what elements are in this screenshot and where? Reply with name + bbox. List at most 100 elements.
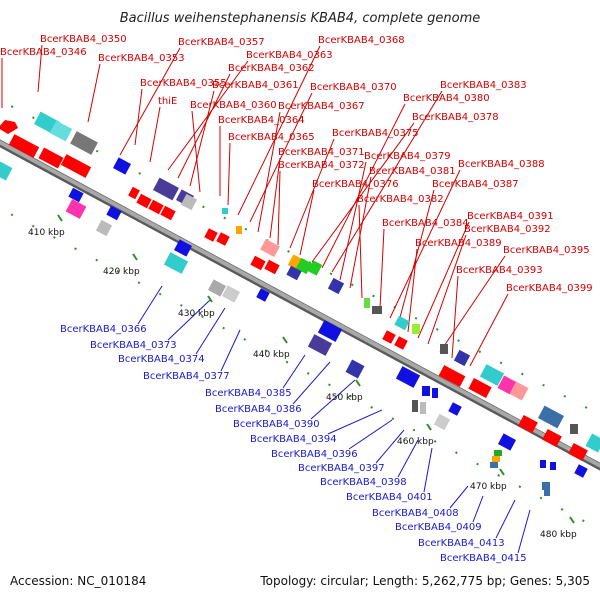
reverse-gene-label[interactable]: BcerKBAB4_0377 <box>143 371 230 382</box>
forward-gene[interactable] <box>38 147 64 169</box>
forward-gene-label[interactable]: BcerKBAB4_0361 <box>212 80 299 91</box>
reverse-gene-label[interactable]: BcerKBAB4_0394 <box>250 434 337 445</box>
forward-gene[interactable] <box>60 154 92 178</box>
forward-gene[interactable] <box>364 298 370 308</box>
reverse-gene[interactable] <box>256 288 270 302</box>
forward-gene[interactable] <box>250 255 266 271</box>
forward-gene-label[interactable]: BcerKBAB4_0371 <box>278 147 365 158</box>
reverse-gene-label[interactable]: BcerKBAB4_0374 <box>118 354 205 365</box>
forward-gene-label[interactable]: BcerKBAB4_0393 <box>456 265 543 276</box>
forward-gene[interactable] <box>204 228 218 242</box>
forward-gene[interactable] <box>440 344 448 354</box>
reverse-gene[interactable] <box>550 462 556 470</box>
forward-gene-label[interactable]: BcerKBAB4_0381 <box>369 166 456 177</box>
forward-gene-label[interactable]: BcerKBAB4_0353 <box>98 53 185 64</box>
forward-gene[interactable] <box>382 330 396 344</box>
forward-gene[interactable] <box>497 375 517 395</box>
forward-gene[interactable] <box>479 364 505 386</box>
forward-gene-label[interactable]: BcerKBAB4_0367 <box>278 101 365 112</box>
reverse-gene-label[interactable]: BcerKBAB4_0386 <box>215 404 302 415</box>
forward-gene-label[interactable]: BcerKBAB4_0362 <box>228 63 315 74</box>
forward-gene[interactable] <box>136 193 152 209</box>
forward-gene[interactable] <box>468 378 492 398</box>
forward-gene[interactable] <box>295 257 313 275</box>
forward-gene-label[interactable]: BcerKBAB4_0391 <box>467 211 554 222</box>
forward-gene-label[interactable]: BcerKBAB4_0365 <box>228 132 315 143</box>
reverse-gene[interactable] <box>498 433 516 451</box>
reverse-gene[interactable] <box>490 462 498 468</box>
forward-gene[interactable] <box>372 306 382 314</box>
reverse-gene[interactable] <box>174 239 192 257</box>
forward-gene[interactable] <box>394 336 408 350</box>
reverse-gene-label[interactable]: BcerKBAB4_0366 <box>60 324 147 335</box>
forward-gene-label[interactable]: BcerKBAB4_0346 <box>0 47 87 58</box>
reverse-gene[interactable] <box>492 456 500 462</box>
forward-gene[interactable] <box>570 424 578 434</box>
reverse-gene[interactable] <box>317 320 343 342</box>
reverse-gene[interactable] <box>422 386 430 396</box>
forward-gene-label[interactable]: BcerKBAB4_0379 <box>364 151 451 162</box>
forward-gene[interactable] <box>568 442 588 462</box>
forward-gene[interactable] <box>148 199 164 215</box>
reverse-gene[interactable] <box>542 482 550 490</box>
reverse-gene[interactable] <box>345 359 365 379</box>
forward-gene[interactable] <box>128 186 140 200</box>
forward-gene-label[interactable]: BcerKBAB4_0350 <box>40 34 127 45</box>
reverse-gene[interactable] <box>208 279 226 297</box>
forward-gene-label[interactable]: BcerKBAB4_0387 <box>432 179 519 190</box>
reverse-gene-label[interactable]: BcerKBAB4_0397 <box>298 463 385 474</box>
forward-gene-label[interactable]: BcerKBAB4_0357 <box>178 37 265 48</box>
forward-gene-label[interactable]: BcerKBAB4_0364 <box>218 115 305 126</box>
forward-gene[interactable] <box>453 349 471 367</box>
forward-gene[interactable] <box>8 134 40 158</box>
reverse-gene[interactable] <box>433 413 451 431</box>
reverse-gene-label[interactable]: BcerKBAB4_0409 <box>395 522 482 533</box>
forward-gene[interactable] <box>216 232 230 246</box>
forward-gene-label[interactable]: BcerKBAB4_0395 <box>503 245 590 256</box>
forward-gene-label[interactable]: BcerKBAB4_0360 <box>190 100 277 111</box>
forward-gene[interactable] <box>49 120 73 142</box>
reverse-gene[interactable] <box>0 161 13 181</box>
forward-gene[interactable] <box>542 428 562 448</box>
forward-gene-label[interactable]: BcerKBAB4_0380 <box>403 93 490 104</box>
forward-gene[interactable] <box>394 315 410 331</box>
forward-gene-label[interactable]: BcerKBAB4_0384 <box>382 218 469 229</box>
reverse-gene-label[interactable]: BcerKBAB4_0398 <box>320 477 407 488</box>
reverse-gene[interactable] <box>106 205 122 221</box>
forward-gene-label[interactable]: BcerKBAB4_0383 <box>440 80 527 91</box>
forward-gene[interactable] <box>327 277 345 295</box>
reverse-gene[interactable] <box>222 285 240 303</box>
forward-gene-label[interactable]: BcerKBAB4_0368 <box>318 35 405 46</box>
forward-gene[interactable] <box>509 381 529 401</box>
reverse-gene-label[interactable]: BcerKBAB4_0408 <box>372 508 459 519</box>
reverse-gene[interactable] <box>113 157 131 175</box>
forward-gene-label[interactable]: thiE <box>158 96 177 107</box>
forward-gene-label[interactable]: BcerKBAB4_0389 <box>415 238 502 249</box>
forward-gene[interactable] <box>180 193 198 211</box>
forward-gene[interactable] <box>264 259 280 275</box>
reverse-gene[interactable] <box>574 464 588 478</box>
reverse-gene[interactable] <box>307 334 333 356</box>
reverse-gene[interactable] <box>432 388 438 398</box>
forward-gene[interactable] <box>160 205 176 221</box>
forward-gene-label[interactable]: BcerKBAB4_0363 <box>246 50 333 61</box>
forward-gene-label[interactable]: BcerKBAB4_0382 <box>357 194 444 205</box>
reverse-gene[interactable] <box>395 366 421 388</box>
reverse-gene[interactable] <box>412 400 418 412</box>
forward-gene-label[interactable]: BcerKBAB4_0375 <box>332 128 419 139</box>
reverse-gene[interactable] <box>420 402 426 414</box>
forward-gene[interactable] <box>260 238 280 258</box>
forward-gene-label[interactable]: BcerKBAB4_0372 <box>278 160 365 171</box>
reverse-gene[interactable] <box>95 219 113 237</box>
forward-gene[interactable] <box>153 177 179 201</box>
forward-gene-label[interactable]: BcerKBAB4_0376 <box>312 179 399 190</box>
forward-gene-label[interactable]: BcerKBAB4_0388 <box>458 159 545 170</box>
forward-gene[interactable] <box>412 324 420 334</box>
reverse-gene-label[interactable]: BcerKBAB4_0390 <box>233 419 320 430</box>
forward-gene-label[interactable]: BcerKBAB4_0392 <box>464 224 551 235</box>
reverse-gene[interactable] <box>163 252 189 274</box>
reverse-gene-label[interactable]: BcerKBAB4_0385 <box>205 388 292 399</box>
reverse-gene-label[interactable]: BcerKBAB4_0373 <box>90 340 177 351</box>
forward-gene[interactable] <box>236 226 242 234</box>
reverse-gene-label[interactable]: BcerKBAB4_0401 <box>346 492 433 503</box>
